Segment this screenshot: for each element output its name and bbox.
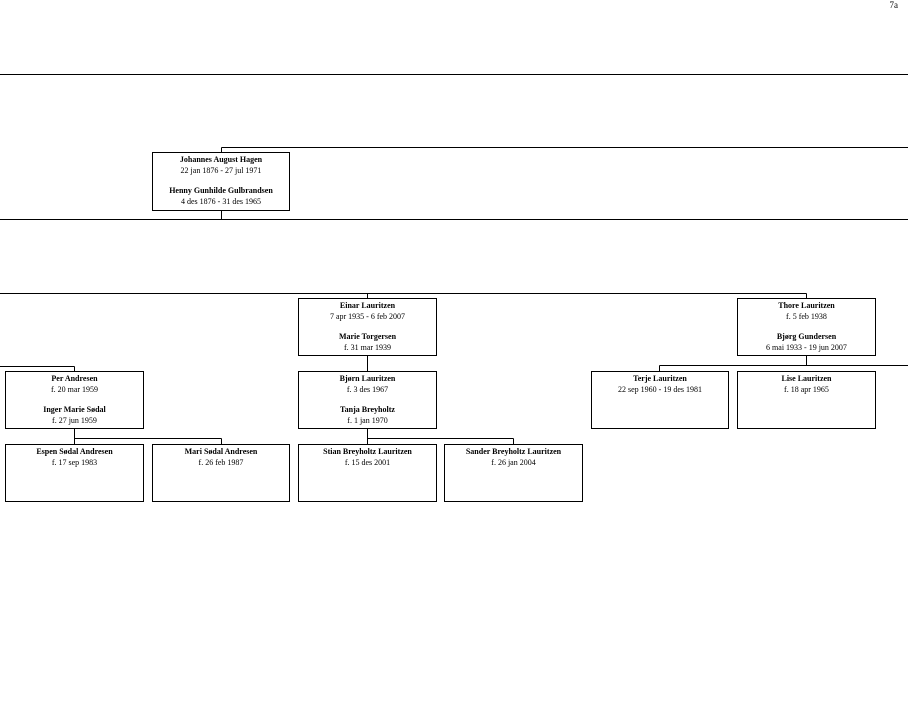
spouse-dates: 6 mai 1933 - 19 jun 2007 [766, 342, 847, 352]
person-dates: f. 15 des 2001 [344, 457, 391, 467]
person-dates: f. 17 sep 1983 [51, 457, 98, 467]
spouse-dates: f. 27 jun 1959 [52, 415, 97, 425]
person-dates: f. 26 feb 1987 [198, 457, 244, 467]
spouse-name: Inger Marie Sødal [43, 405, 106, 414]
person-box[interactable]: Johannes August Hagen 22 jan 1876 - 27 j… [152, 152, 290, 211]
person-dates: f. 18 apr 1965 [784, 384, 829, 394]
person-box[interactable]: Stian Breyholtz Lauritzen f. 15 des 2001 [298, 444, 437, 502]
spouse-name: Tanja Breyholtz [340, 405, 395, 414]
person-box[interactable]: Bjørn Lauritzen f. 3 des 1967 Tanja Brey… [298, 371, 437, 429]
person-dates: 22 jan 1876 - 27 jul 1971 [180, 165, 262, 175]
person-box[interactable]: Einar Lauritzen 7 apr 1935 - 6 feb 2007 … [298, 298, 437, 356]
spouse-dates: f. 1 jan 1970 [347, 415, 388, 425]
person-dates: f. 5 feb 1938 [786, 311, 827, 321]
person-name: Espen Sødal Andresen [36, 447, 113, 456]
spouse-name: Henny Gunhilde Gulbrandsen [169, 186, 273, 195]
person-dates: f. 20 mar 1959 [50, 384, 99, 394]
spouse-dates: f. 31 mar 1939 [343, 342, 392, 352]
person-name: Stian Breyholtz Lauritzen [323, 447, 412, 456]
person-box[interactable]: Lise Lauritzen f. 18 apr 1965 [737, 371, 876, 429]
person-name: Per Andresen [51, 374, 98, 383]
person-name: Mari Sødal Andresen [184, 447, 258, 456]
person-box[interactable]: Mari Sødal Andresen f. 26 feb 1987 [152, 444, 290, 502]
person-name: Sander Breyholtz Lauritzen [465, 447, 562, 456]
spouse-dates: 4 des 1876 - 31 des 1965 [181, 196, 261, 206]
spouse-name: Marie Torgersen [338, 332, 397, 341]
person-box[interactable]: Espen Sødal Andresen f. 17 sep 1983 [5, 444, 144, 502]
person-box[interactable]: Sander Breyholtz Lauritzen f. 26 jan 200… [444, 444, 583, 502]
page-number: 7a [889, 0, 899, 10]
person-dates: f. 3 des 1967 [346, 384, 389, 394]
person-box[interactable]: Thore Lauritzen f. 5 feb 1938 Bjørg Gund… [737, 298, 876, 356]
person-name: Bjørn Lauritzen [339, 374, 396, 383]
person-name: Johannes August Hagen [179, 155, 263, 164]
person-name: Thore Lauritzen [778, 301, 835, 310]
person-box[interactable]: Per Andresen f. 20 mar 1959 Inger Marie … [5, 371, 144, 429]
person-name: Terje Lauritzen [633, 374, 687, 383]
person-dates: 7 apr 1935 - 6 feb 2007 [329, 311, 406, 321]
person-dates: 22 sep 1960 - 19 des 1981 [618, 384, 702, 394]
spouse-name: Bjørg Gundersen [776, 332, 837, 341]
person-dates: f. 26 jan 2004 [491, 457, 536, 467]
person-box[interactable]: Terje Lauritzen 22 sep 1960 - 19 des 198… [591, 371, 729, 429]
person-name: Lise Lauritzen [781, 374, 832, 383]
person-name: Einar Lauritzen [339, 301, 396, 310]
